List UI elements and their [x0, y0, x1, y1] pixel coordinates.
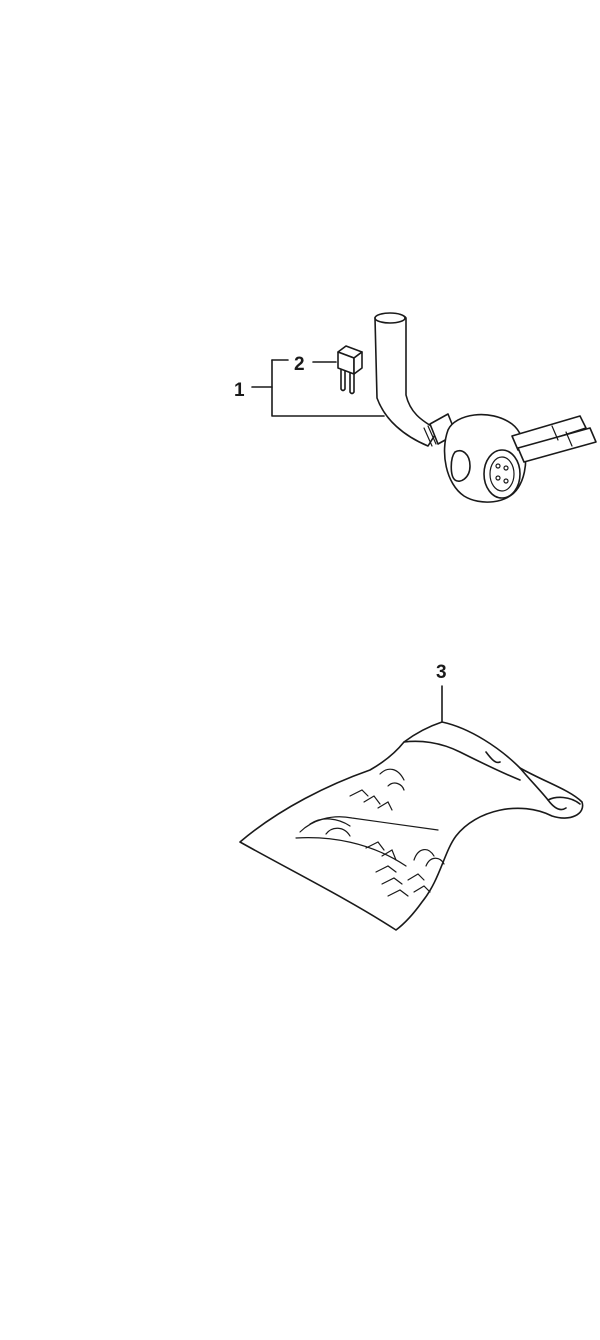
- fuse-icon: [337, 345, 363, 395]
- wire-harness-icon: [374, 312, 597, 503]
- callout-3: 3: [436, 662, 447, 683]
- instruction-bag-icon: [239, 721, 584, 931]
- leader-line-1: [251, 359, 385, 417]
- callout-1: 1: [234, 380, 245, 401]
- callout-2: 2: [294, 354, 305, 375]
